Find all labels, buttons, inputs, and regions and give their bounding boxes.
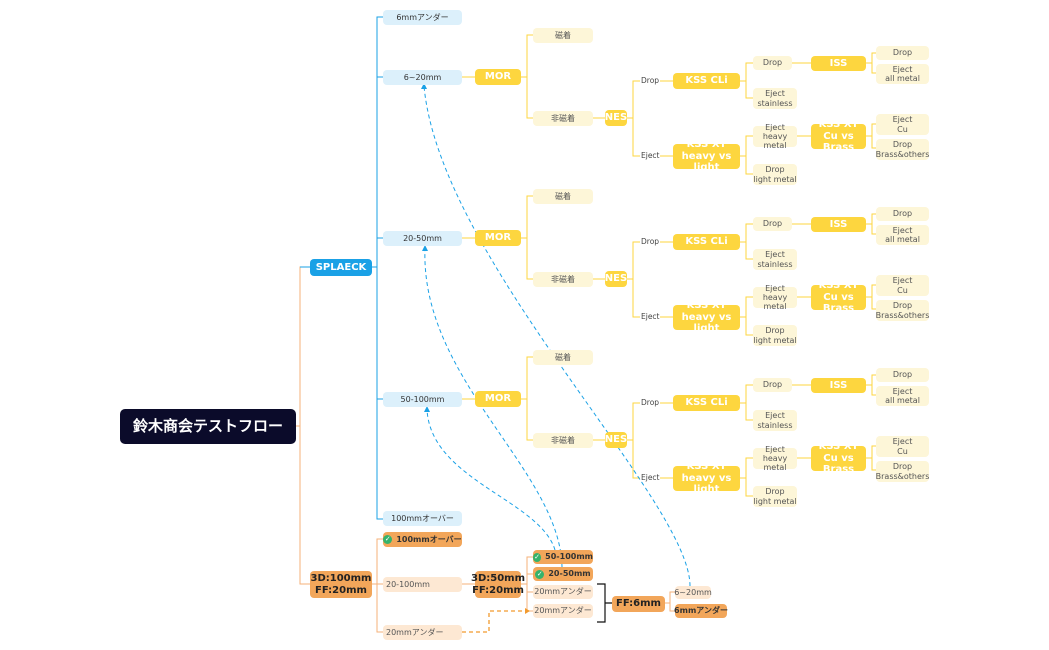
non-magnetic-node[interactable]: 非磁着: [533, 433, 593, 448]
kss-xt-heavy-node[interactable]: KSS XT heavy vs light: [673, 139, 740, 173]
eject-label: Eject: [641, 312, 660, 321]
non-magnetic-node[interactable]: 非磁着: [533, 272, 593, 287]
kss-xt-heavy-node[interactable]: KSS XT heavy vs light: [673, 300, 740, 334]
drop-brass-node[interactable]: Drop Brass&others: [875, 139, 930, 160]
eject-stainless-node[interactable]: Eject stainless: [753, 249, 797, 270]
drop-light-metal-node[interactable]: Drop light metal: [753, 325, 797, 346]
f6-20-node[interactable]: 6~20mm: [674, 586, 712, 599]
kss-cli-node[interactable]: KSS CLi: [673, 234, 740, 250]
magnetic-node[interactable]: 磁着: [533, 28, 593, 43]
eject-label: Eject: [641, 473, 660, 482]
kss-xt-cu-node[interactable]: KSS XT Cu vs Brass: [811, 119, 866, 153]
iss-node[interactable]: ISS: [811, 378, 866, 393]
under-20-a-node[interactable]: 20mmアンダー: [533, 585, 593, 599]
mor-node[interactable]: MOR: [475, 69, 521, 85]
kss-xt-heavy-node[interactable]: KSS XT heavy vs light: [673, 461, 740, 495]
nes-node[interactable]: NES: [605, 432, 627, 448]
kss-cli-node[interactable]: KSS CLi: [673, 73, 740, 89]
u6-node[interactable]: 6mmアンダー: [674, 604, 728, 618]
eject-all-metal-node[interactable]: Eject all metal: [876, 386, 929, 406]
iss-node[interactable]: ISS: [811, 56, 866, 71]
eject-heavy-metal-node[interactable]: Eject heavy metal: [753, 445, 797, 472]
under-20-node[interactable]: 20mmアンダー: [383, 625, 462, 640]
nes-node[interactable]: NES: [605, 110, 627, 126]
check-icon: ✓: [535, 569, 545, 579]
eject-stainless-node[interactable]: Eject stainless: [753, 410, 797, 431]
kss-cli-node[interactable]: KSS CLi: [673, 395, 740, 411]
drop-node[interactable]: Drop: [753, 217, 792, 231]
size-node-20-50mm[interactable]: 20-50mm: [383, 231, 462, 246]
check-50-100-node[interactable]: ✓50-100mm: [533, 550, 593, 564]
size-node-100mm-over[interactable]: 100mmオーバー: [383, 511, 462, 526]
check-icon: ✓: [533, 552, 542, 562]
drop-node[interactable]: Drop: [876, 207, 929, 221]
three-d-50-node[interactable]: 3D:50mm FF:20mm: [471, 571, 525, 598]
over-100-node[interactable]: ✓100mmオーバー: [383, 532, 462, 547]
drop-brass-node[interactable]: Drop Brass&others: [875, 461, 930, 482]
eject-heavy-metal-node[interactable]: Eject heavy metal: [753, 284, 797, 311]
drop-node[interactable]: Drop: [753, 56, 792, 70]
iss-node[interactable]: ISS: [811, 217, 866, 232]
root-node[interactable]: 鈴木商会テストフロー: [120, 409, 296, 444]
drop-label: Drop: [641, 398, 660, 407]
eject-all-metal-node[interactable]: Eject all metal: [876, 64, 929, 84]
eject-all-metal-node[interactable]: Eject all metal: [876, 225, 929, 245]
size-node-6mm-under[interactable]: 6mmアンダー: [383, 10, 462, 25]
eject-label: Eject: [641, 151, 660, 160]
eject-cu-node[interactable]: Eject Cu: [876, 436, 929, 457]
drop-node[interactable]: Drop: [876, 368, 929, 382]
check-icon: ✓: [383, 535, 393, 544]
eject-cu-node[interactable]: Eject Cu: [876, 275, 929, 296]
splaeck-node[interactable]: SPLAECK: [310, 259, 372, 276]
size-node-50-100mm[interactable]: 50-100mm: [383, 392, 462, 407]
mor-node[interactable]: MOR: [475, 230, 521, 246]
ff6-node[interactable]: FF:6mm: [612, 596, 665, 612]
drop-light-metal-node[interactable]: Drop light metal: [753, 164, 797, 185]
check-20-50-node[interactable]: ✓20-50mm: [533, 567, 593, 581]
drop-brass-node[interactable]: Drop Brass&others: [875, 300, 930, 321]
eject-stainless-node[interactable]: Eject stainless: [753, 88, 797, 109]
size-node-6-20mm[interactable]: 6~20mm: [383, 70, 462, 85]
drop-light-metal-node[interactable]: Drop light metal: [753, 486, 797, 507]
under-20-b-node[interactable]: 20mmアンダー: [533, 604, 593, 618]
drop-node[interactable]: Drop: [876, 46, 929, 60]
non-magnetic-node[interactable]: 非磁着: [533, 111, 593, 126]
drop-label: Drop: [641, 237, 660, 246]
magnetic-node[interactable]: 磁着: [533, 350, 593, 365]
range-20-100-node[interactable]: 20-100mm: [383, 577, 462, 592]
check-20-50-label: 20-50mm: [548, 569, 591, 579]
nes-node[interactable]: NES: [605, 271, 627, 287]
eject-cu-node[interactable]: Eject Cu: [876, 114, 929, 135]
mor-node[interactable]: MOR: [475, 391, 521, 407]
magnetic-node[interactable]: 磁着: [533, 189, 593, 204]
kss-xt-cu-node[interactable]: KSS XT Cu vs Brass: [811, 441, 866, 475]
over-100-label: 100mmオーバー: [396, 534, 462, 544]
kss-xt-cu-node[interactable]: KSS XT Cu vs Brass: [811, 280, 866, 314]
eject-heavy-metal-node[interactable]: Eject heavy metal: [753, 123, 797, 150]
check-50-100-label: 50-100mm: [545, 552, 593, 562]
drop-node[interactable]: Drop: [753, 378, 792, 392]
three-d-100-node[interactable]: 3D:100mm FF:20mm: [310, 571, 372, 598]
drop-label: Drop: [641, 76, 660, 85]
